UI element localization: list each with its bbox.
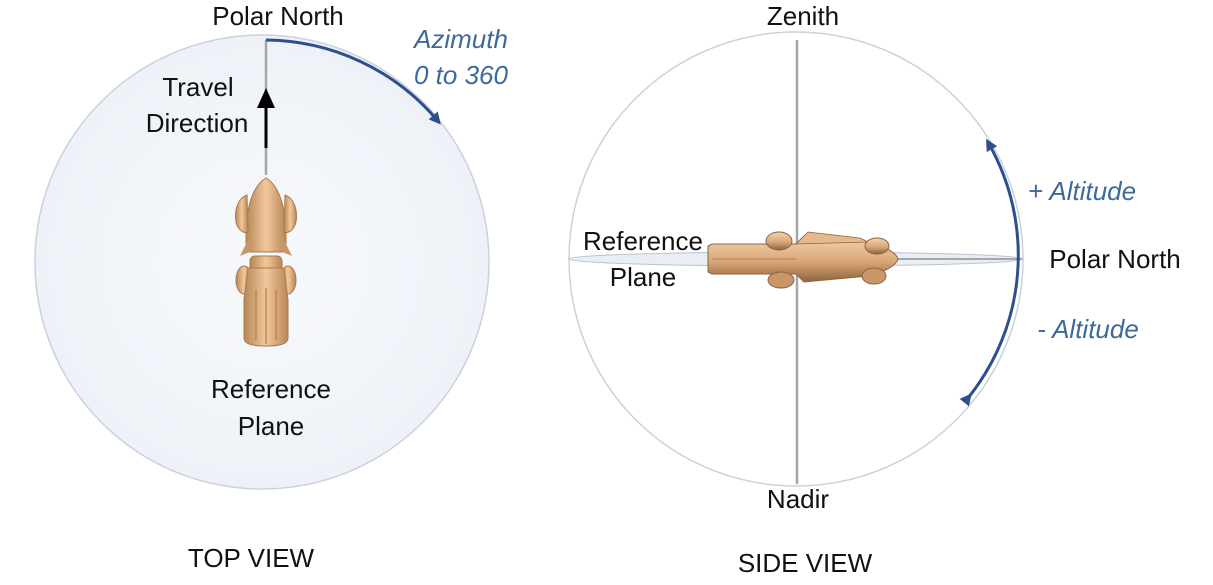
- travel-label-line1: Travel: [162, 72, 233, 102]
- side-polar-north-label: Polar North: [1049, 244, 1181, 274]
- side-plane-label-line1: Reference: [583, 226, 703, 256]
- azimuth-label-line2: 0 to 360: [414, 60, 509, 90]
- azimuth-label-line1: Azimuth: [412, 24, 508, 54]
- minus-altitude-label: - Altitude: [1037, 314, 1139, 344]
- top-plane-label-line1: Reference: [211, 374, 331, 404]
- travel-direction-arrow: [257, 88, 275, 148]
- plus-altitude-label: + Altitude: [1028, 176, 1136, 206]
- altitude-arc: [959, 138, 1020, 407]
- side-view-caption: SIDE VIEW: [738, 548, 873, 578]
- top-view: Polar North Azimuth 0 to 360 Travel Dire…: [34, 1, 509, 573]
- vehicle-top-icon: [235, 177, 297, 347]
- zenith-label: Zenith: [767, 1, 839, 31]
- azimuth-arc: [265, 38, 441, 125]
- top-view-caption: TOP VIEW: [188, 543, 315, 573]
- top-polar-north-label: Polar North: [212, 1, 344, 31]
- nadir-label: Nadir: [767, 484, 829, 514]
- vehicle-side-icon: [707, 231, 899, 289]
- travel-label-line2: Direction: [146, 108, 249, 138]
- side-plane-label-line2: Plane: [610, 262, 677, 292]
- top-plane-label-line2: Plane: [238, 411, 305, 441]
- side-view: Zenith Nadir Polar North + Altitude - Al…: [568, 1, 1181, 578]
